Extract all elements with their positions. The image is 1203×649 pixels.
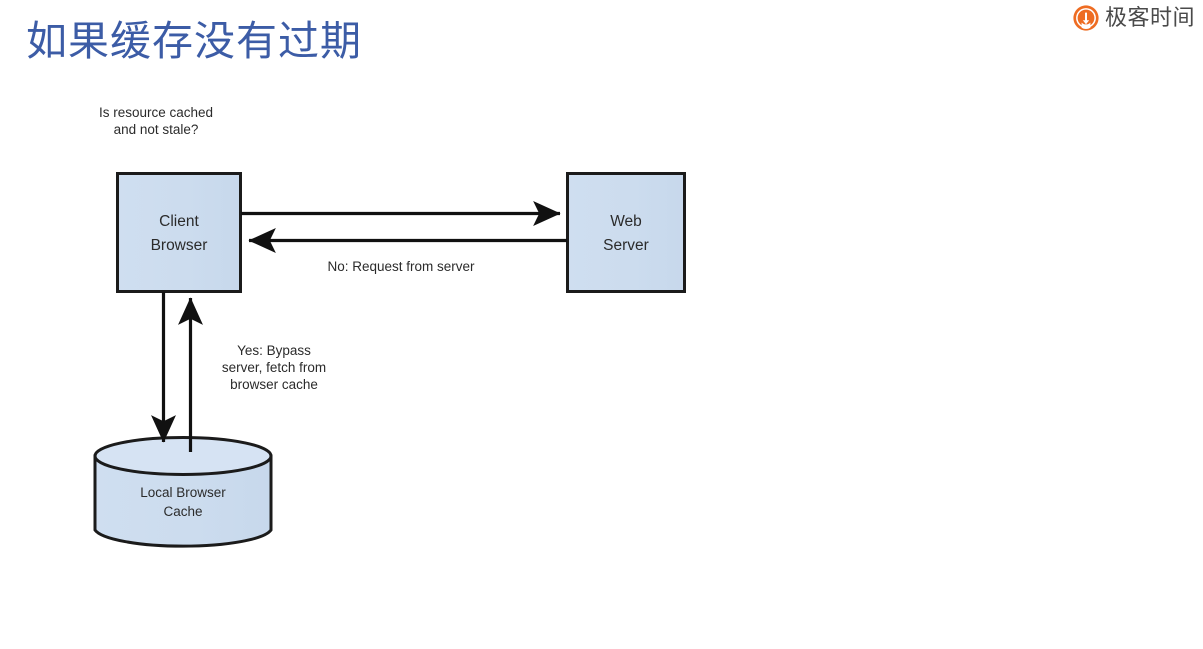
node-web-server-label: Web Server [603, 213, 649, 254]
node-web-server[interactable] [566, 172, 686, 293]
node-local-browser-cache-label: Local Browser Cache [140, 485, 226, 519]
page-title: 如果缓存没有过期 [26, 18, 362, 64]
edge-server-to-client-label: No: Request from server [327, 259, 475, 274]
node-client-browser-label: Client Browser [150, 213, 208, 254]
node-local-browser-cache[interactable] [93, 436, 273, 548]
geektime-logo-icon [1072, 4, 1100, 32]
question-annotation: Is resource cached and not stale? [98, 105, 214, 137]
brand-name: 极客时间 [1104, 5, 1195, 30]
node-client-browser[interactable] [116, 172, 242, 293]
edge-cache-to-client-label: Yes: Bypass server, fetch from browser c… [221, 343, 327, 392]
brand-logo: 极客时间 [1072, 4, 1195, 32]
